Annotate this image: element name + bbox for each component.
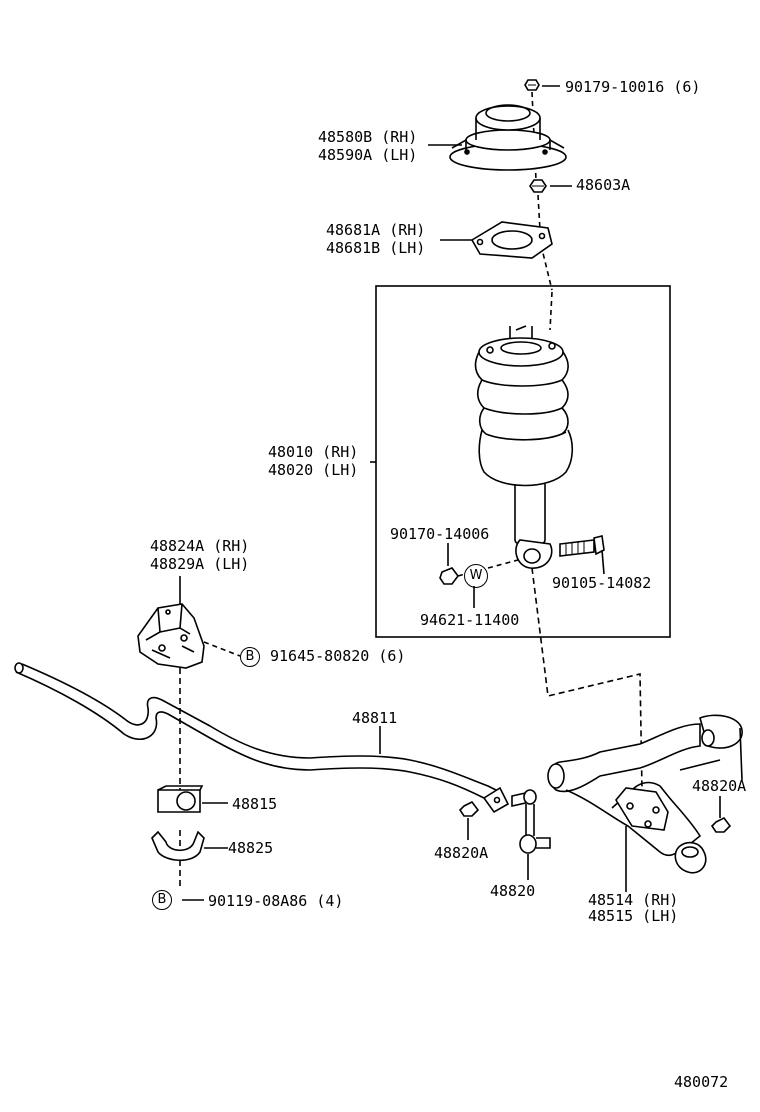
leader-90105 — [601, 549, 605, 575]
label-48820a-right: 48820A — [692, 777, 747, 795]
bracket-48824a-icon — [137, 603, 205, 669]
bushing-48815-icon — [157, 785, 204, 813]
label-48010: 48010 (RH) — [268, 443, 359, 461]
label-90170: 90170-14006 — [390, 525, 490, 543]
label-48514: 48514 (RH) — [588, 891, 679, 909]
label-91645: 91645-80820 (6) — [270, 647, 406, 665]
label-90105: 90105-14082 — [552, 574, 652, 592]
lower-arm-48514-icon — [547, 714, 743, 874]
nut-48603a-icon — [529, 179, 547, 193]
center-line-upper — [531, 91, 553, 331]
bolt-90105-icon — [559, 535, 605, 557]
label-48829a: 48829A (LH) — [150, 555, 250, 573]
support-mount-48580b-icon — [449, 104, 567, 171]
label-90179: 90179-10016 (6) — [565, 78, 701, 96]
label-48824a: 48824A (RH) — [150, 537, 250, 555]
label-48820: 48820 — [490, 882, 536, 900]
label-48590a: 48590A (LH) — [318, 146, 418, 164]
label-90119: 90119-08A86 (4) — [208, 892, 344, 910]
stabilizer-bar-icon — [14, 662, 510, 814]
air-spring-strut-icon — [474, 325, 574, 569]
label-48580b: 48580B (RH) — [318, 128, 418, 146]
plate-48681a-icon — [470, 221, 553, 259]
label-48603a: 48603A — [576, 176, 631, 194]
label-48681b: 48681B (LH) — [326, 239, 426, 257]
label-94621: 94621-11400 — [420, 611, 520, 629]
b-marker-lower: B — [152, 890, 172, 910]
label-48815: 48815 — [232, 795, 278, 813]
b-marker-upper: B — [240, 647, 260, 667]
bracket-48825-icon — [151, 830, 205, 862]
label-48020: 48020 (LH) — [268, 461, 359, 479]
w-marker: W — [464, 564, 488, 588]
nut-48820a-right-icon — [710, 816, 732, 833]
label-48820a-left: 48820A — [434, 844, 489, 862]
label-48811: 48811 — [352, 709, 398, 727]
label-48825: 48825 — [228, 839, 274, 857]
label-48515: 48515 (LH) — [588, 907, 679, 925]
nut-48820a-left-icon — [458, 800, 480, 817]
center-line-lower — [531, 567, 643, 791]
label-48681a: 48681A (RH) — [326, 221, 426, 239]
dash-bolt-line — [457, 559, 519, 577]
stabilizer-link-48820-icon — [511, 789, 551, 854]
dash-bracket-bolt — [203, 641, 241, 657]
nut-90170-icon — [439, 567, 459, 585]
nut-90179-icon — [524, 79, 540, 91]
diagram-id: 480072 — [674, 1073, 729, 1091]
